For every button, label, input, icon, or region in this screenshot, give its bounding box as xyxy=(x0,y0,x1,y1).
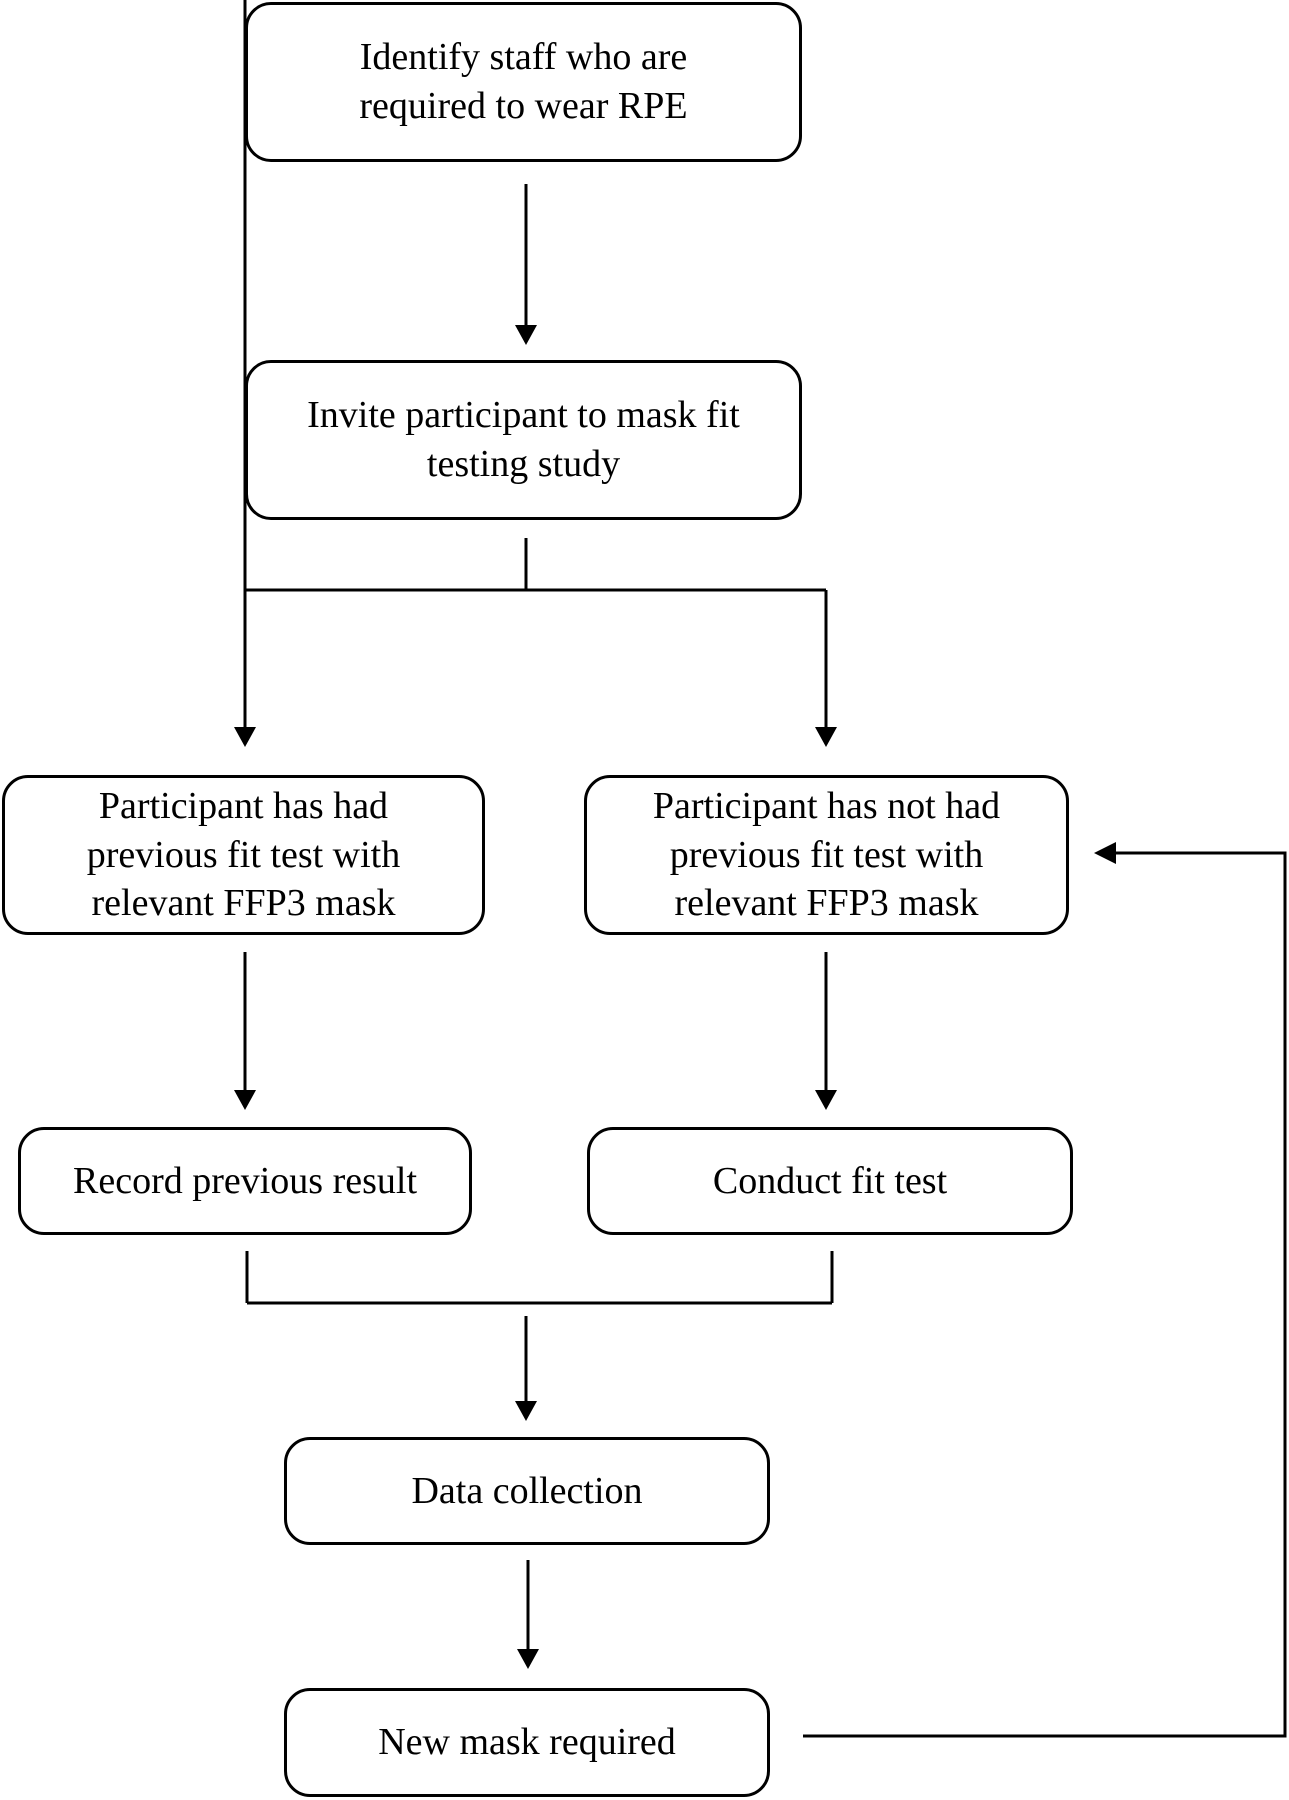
node-had-previous-test: Participant has had previous fit test wi… xyxy=(2,775,485,935)
node-record-previous-result-line-1: Record previous result xyxy=(72,1159,418,1202)
node-not-had-previous-test-line-1: Participant has not had xyxy=(652,785,1001,828)
node-invite-participant: Invite participant to mask fit testing s… xyxy=(245,360,802,520)
edge-identify-to-invite xyxy=(515,184,537,345)
node-conduct-fit-test-line-1: Conduct fit test xyxy=(712,1159,948,1202)
edge-split-to-not-had-previous xyxy=(815,590,837,747)
node-not-had-previous-test-line-2: previous fit test with xyxy=(669,833,984,876)
node-identify-staff: Identify staff who are required to wear … xyxy=(245,2,802,162)
edge-new-mask-loop-back xyxy=(803,842,1287,1738)
node-not-had-previous-test: Participant has not had previous fit tes… xyxy=(584,775,1069,935)
node-data-collection-line-1: Data collection xyxy=(411,1469,643,1512)
node-had-previous-test-line-3: relevant FFP3 mask xyxy=(91,882,396,925)
edge-data-collection-to-new-mask xyxy=(517,1560,539,1669)
node-identify-staff-line-2: required to wear RPE xyxy=(359,85,688,127)
edge-merge-to-data-collection xyxy=(245,1251,834,1421)
node-invite-participant-line-1: Invite participant to mask fit xyxy=(307,394,740,437)
node-had-previous-test-line-1: Participant has had xyxy=(98,785,389,828)
node-data-collection: Data collection xyxy=(284,1437,770,1545)
node-conduct-fit-test: Conduct fit test xyxy=(587,1127,1073,1235)
node-had-previous-test-line-2: previous fit test with xyxy=(86,833,401,876)
node-new-mask-required: New mask required xyxy=(284,1688,770,1797)
edge-had-previous-to-record xyxy=(234,952,256,1110)
edge-invite-to-split xyxy=(245,538,826,592)
edge-not-had-previous-to-conduct xyxy=(815,952,837,1110)
node-record-previous-result: Record previous result xyxy=(18,1127,472,1235)
node-not-had-previous-test-line-3: relevant FFP3 mask xyxy=(674,882,979,925)
node-invite-participant-line-2: testing study xyxy=(426,443,621,485)
node-identify-staff-line-1: Identify staff who are xyxy=(359,36,688,79)
node-new-mask-required-line-1: New mask required xyxy=(378,1721,676,1764)
